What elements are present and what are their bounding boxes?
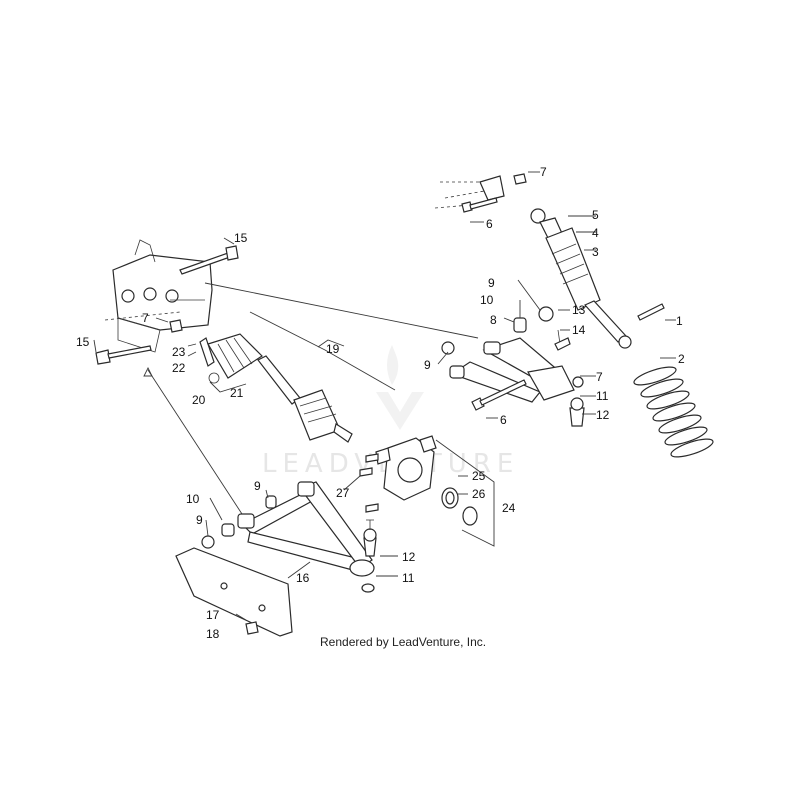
callout-15-left[interactable]: 15 [76, 335, 90, 349]
lower-mount-ref-line [147, 369, 243, 515]
wheel-bearing [441, 487, 459, 509]
callout-21[interactable]: 21 [230, 386, 244, 400]
callout-24[interactable]: 24 [502, 501, 516, 515]
boot-clamp [208, 372, 220, 384]
lower-arm-bushings [201, 495, 277, 549]
callout-1[interactable]: 1 [676, 314, 683, 328]
callout-5[interactable]: 5 [592, 208, 599, 222]
castle-nut [554, 337, 571, 351]
callout-11-lower[interactable]: 11 [402, 571, 415, 585]
upper-a-arm [449, 337, 575, 403]
bolt-top-shock [461, 197, 498, 213]
callout-10-upper[interactable]: 10 [480, 293, 494, 307]
callout-7-arm[interactable]: 7 [596, 370, 603, 384]
bearing-kit-bracket [435, 439, 495, 547]
callout-17[interactable]: 17 [206, 608, 220, 622]
lower-ball-joint [363, 519, 377, 557]
lower-snap-ring [361, 583, 375, 593]
lower-a-arm [237, 481, 375, 577]
callout-16[interactable]: 16 [296, 571, 310, 585]
callout-9-upper[interactable]: 9 [488, 276, 495, 290]
callout-9-left[interactable]: 9 [196, 513, 203, 527]
a-arm-guard [175, 547, 293, 637]
guard-screw [245, 621, 259, 635]
bracket-dash [104, 311, 181, 321]
spring-retainer [637, 303, 665, 321]
upper-shock-mount [434, 175, 505, 209]
steering-knuckle [375, 435, 437, 501]
nut-bracket [169, 319, 183, 333]
callout-6-top[interactable]: 6 [486, 217, 493, 231]
callout-leaders [93, 171, 676, 621]
callout-26[interactable]: 26 [472, 487, 486, 501]
callout-15-top[interactable]: 15 [234, 231, 248, 245]
boot-kit-bracket [209, 381, 247, 393]
callout-12-upper[interactable]: 12 [596, 408, 610, 422]
callout-25[interactable]: 25 [472, 469, 486, 483]
upper-arm-bushings [441, 306, 584, 388]
callout-11-upper[interactable]: 11 [596, 389, 609, 403]
callout-20[interactable]: 20 [192, 393, 206, 407]
bolt-lower-left [95, 345, 152, 365]
callout-7-bracket[interactable]: 7 [142, 311, 149, 325]
callout-9-lower[interactable]: 9 [254, 479, 261, 493]
callout-13[interactable]: 13 [572, 303, 586, 317]
callout-18[interactable]: 18 [206, 627, 220, 641]
callout-10-lower[interactable]: 10 [186, 492, 200, 506]
callout-22[interactable]: 22 [172, 361, 186, 375]
snap-ring [462, 506, 478, 526]
clamps [187, 343, 197, 357]
callout-2[interactable]: 2 [678, 352, 685, 366]
callout-12-lower[interactable]: 12 [402, 550, 416, 564]
callout-23[interactable]: 23 [172, 345, 186, 359]
callout-6-arm[interactable]: 6 [500, 413, 507, 427]
callout-27[interactable]: 27 [336, 486, 350, 500]
axle-callout-leader [317, 339, 345, 348]
mount-ref-line [204, 282, 479, 339]
callout-3[interactable]: 3 [592, 245, 599, 259]
watermark-logo [376, 345, 424, 430]
coil-spring [633, 366, 714, 458]
callout-4[interactable]: 4 [592, 226, 599, 240]
upper-ball-joint [569, 397, 585, 427]
frame-bracket [112, 239, 213, 353]
callout-14[interactable]: 14 [572, 323, 586, 337]
callout-9-arm[interactable]: 9 [424, 358, 431, 372]
footer-credit: Rendered by LeadVenture, Inc. [320, 635, 486, 649]
callout-7-top[interactable]: 7 [540, 165, 547, 179]
callout-19[interactable]: 19 [326, 342, 340, 356]
ref-arrow [143, 366, 153, 377]
callout-8[interactable]: 8 [490, 313, 497, 327]
bolt-upper-left [179, 245, 239, 275]
axle-ref-line [249, 311, 396, 391]
cv-axle [199, 333, 353, 443]
knuckle-studs [359, 453, 379, 513]
shock-absorber [530, 208, 632, 349]
bolt-upper-arm [471, 379, 527, 411]
nut-top [513, 173, 527, 185]
